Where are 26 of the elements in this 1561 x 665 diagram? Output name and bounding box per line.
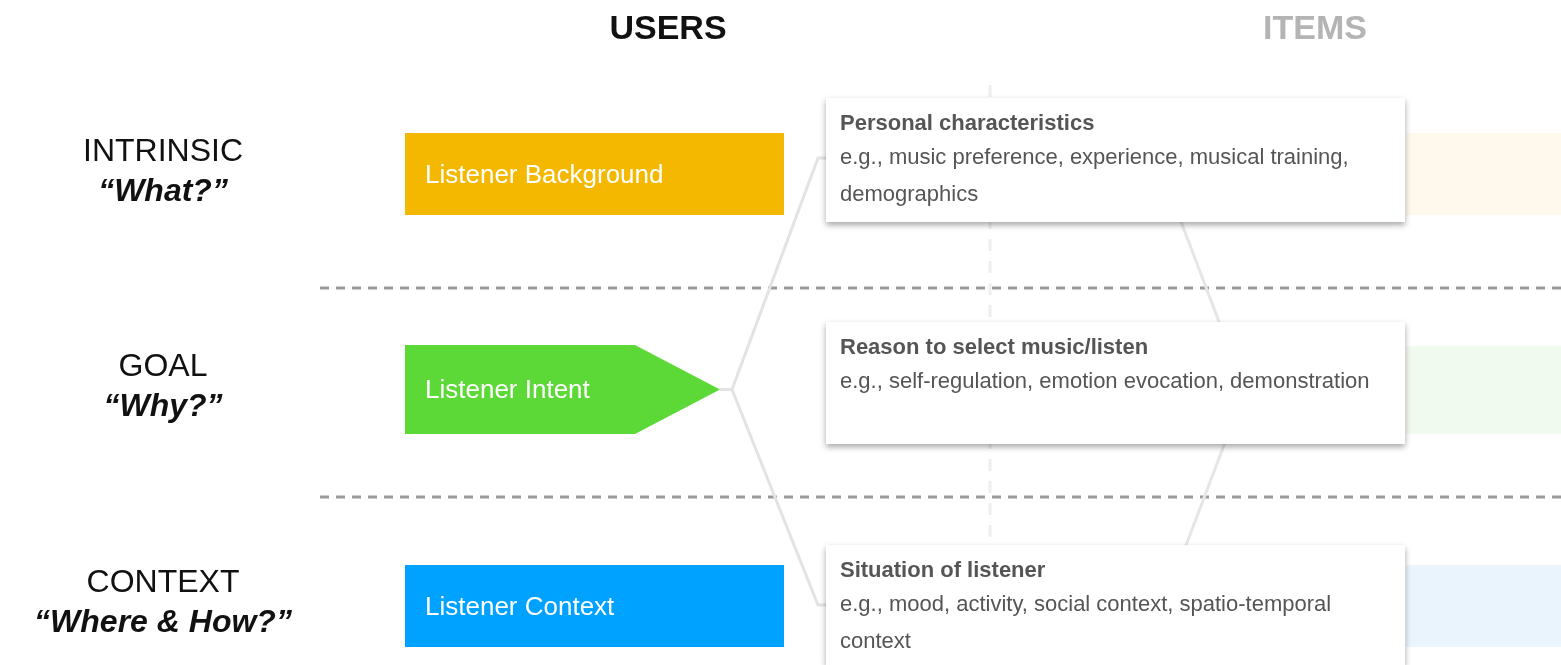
description-card [826,98,1405,222]
category-box [405,133,784,215]
faded-box [1406,346,1561,434]
card-description: e.g., self-regulation, emotion evocation, demonstration [840,367,1371,395]
card-heading: Situation of listener [840,556,1047,584]
row-heading: GOAL [118,347,208,383]
faded-box [1406,133,1561,215]
card-heading: Reason to select music/listen [840,333,1150,361]
row-heading: CONTEXT [86,563,240,599]
row-question: “Why?” [103,387,223,423]
box-label: Listener Intent [425,374,590,405]
row-heading: INTRINSIC [83,132,243,168]
column-heading: USERS [609,8,727,46]
card-description: e.g., music preference, experience, musical training, demographics [840,143,1350,208]
category-box [405,565,784,647]
card-heading: Personal characteristics [840,109,1096,137]
description-card [826,545,1405,665]
box-label: Listener Context [425,590,615,622]
arrow-shape [405,345,720,434]
column-heading: ITEMS [1263,8,1367,46]
description-card [826,322,1405,444]
card-description: e.g., mood, activity, social context, spatio-temporal context [840,590,1333,655]
box-label: Listener Background [425,158,664,190]
row-question: “What?” [98,172,228,208]
faded-box [1406,565,1561,647]
row-question: “Where & How?” [34,603,292,639]
